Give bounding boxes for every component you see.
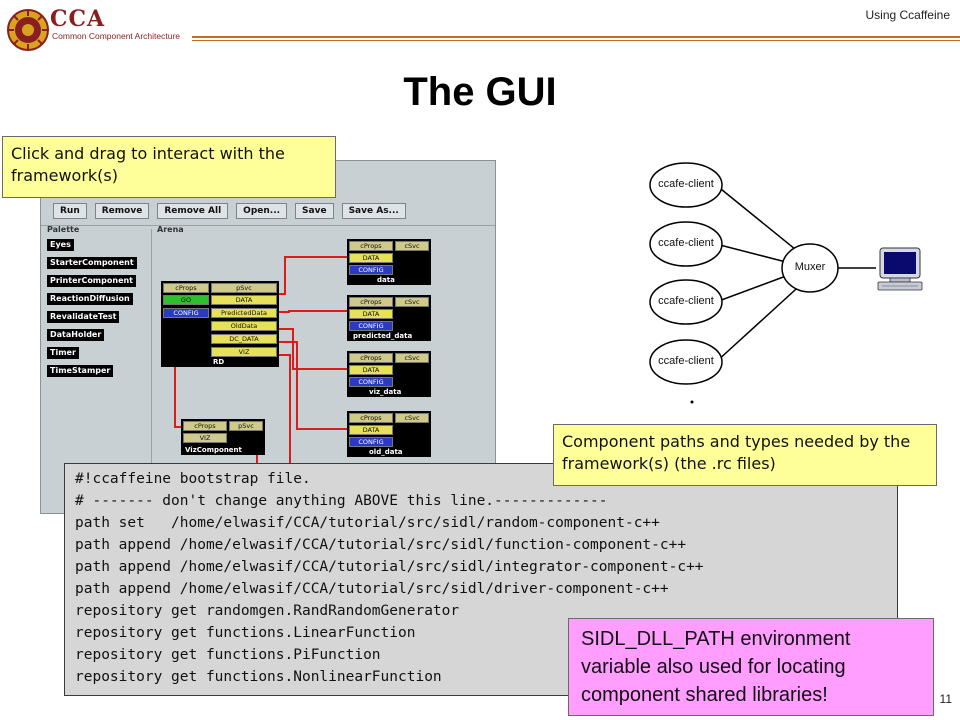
page-number: 11 (939, 692, 952, 706)
palette-item[interactable]: RevalidateTest (47, 311, 120, 323)
palette-list: Eyes StarterComponent PrinterComponent R… (47, 239, 137, 377)
provides-port-label: cSvc (395, 413, 429, 423)
header-rule (192, 36, 960, 42)
uses-port-label: cProps (349, 413, 393, 423)
gui-screenshot: Run Remove Remove All Open... Save Save … (40, 160, 496, 514)
component-name: old_data (369, 448, 403, 456)
uses-port-label: cProps (349, 241, 393, 251)
slide-topic: Using Ccaffeine (865, 8, 951, 22)
sidl-callout: SIDL_DLL_PATH environment variable also … (568, 618, 934, 716)
toolbar-divider (41, 225, 495, 226)
old-data-port[interactable]: OldData (211, 321, 277, 331)
palette-divider (151, 229, 152, 513)
provides-port-label: pSvc (229, 421, 263, 431)
go-port[interactable]: GO (163, 295, 209, 305)
rc-line: repository get functions.PiFunction (75, 647, 381, 663)
rc-line: path set /home/elwasif/CCA/tutorial/src/… (75, 515, 660, 531)
rc-line: repository get randomgen.RandRandomGener… (75, 603, 460, 619)
uses-port-label: cProps (349, 297, 393, 307)
component-name: RD (213, 358, 225, 366)
component-rd[interactable]: cProps pSvc GO CONFIG DATA PredictedData… (161, 281, 279, 367)
logo-text: CCA (50, 6, 106, 32)
component-predicted-data[interactable]: cProps cSvc DATA CONFIG predicted_data (347, 295, 431, 341)
rc-line: path append /home/elwasif/CCA/tutorial/s… (75, 559, 704, 575)
provides-port-label: pSvc (211, 283, 277, 293)
config-port[interactable]: CONFIG (163, 308, 209, 318)
viz-port[interactable]: VIZ (211, 347, 277, 357)
component-name: VizComponent (185, 446, 242, 454)
component-viz-data[interactable]: cProps cSvc DATA CONFIG viz_data (347, 351, 431, 397)
slide-title: The GUI (403, 70, 557, 114)
config-port[interactable]: CONFIG (349, 265, 393, 275)
palette-item[interactable]: Timer (47, 347, 79, 359)
palette-item[interactable]: PrinterComponent (47, 275, 137, 287)
component-viz[interactable]: cProps pSvc VIZ VizComponent (181, 419, 265, 455)
palette-item[interactable]: DataHolder (47, 329, 105, 341)
rc-line: repository get functions.NonlinearFuncti… (75, 669, 442, 685)
client-node-4: ccafe-client (658, 355, 714, 367)
run-button[interactable]: Run (53, 203, 87, 219)
uses-port-label: cProps (163, 283, 209, 293)
save-as-button[interactable]: Save As... (341, 203, 406, 219)
remove-all-button[interactable]: Remove All (157, 203, 229, 219)
rc-callout: Component paths and types needed by the … (553, 424, 937, 486)
open-button[interactable]: Open... (236, 203, 288, 219)
palette-item[interactable]: Eyes (47, 239, 74, 251)
logo-subtitle: Common Component Architecture (52, 31, 181, 41)
data-port[interactable]: DATA (349, 425, 393, 435)
data-port[interactable]: DATA (211, 295, 277, 305)
predicted-data-port[interactable]: PredictedData (211, 308, 277, 318)
config-port[interactable]: CONFIG (349, 321, 393, 331)
dc-data-port[interactable]: DC_DATA (211, 334, 277, 344)
computer-terminal-icon (877, 247, 923, 291)
data-port[interactable]: DATA (349, 309, 393, 319)
rc-line: path append /home/elwasif/CCA/tutorial/s… (75, 581, 669, 597)
muxer-node: Muxer (794, 261, 826, 273)
remove-button[interactable]: Remove (94, 203, 150, 219)
rc-line: repository get functions.LinearFunction (75, 625, 416, 641)
config-port[interactable]: CONFIG (349, 377, 393, 387)
client-node-3: ccafe-client (658, 295, 714, 307)
diagram-graphic (649, 162, 876, 404)
component-data[interactable]: cProps cSvc DATA CONFIG data (347, 239, 431, 285)
data-port[interactable]: DATA (349, 365, 393, 375)
muxer-diagram: ccafe-client ccafe-client ccafe-client c… (640, 150, 940, 410)
provides-port-label: cSvc (395, 297, 429, 307)
client-node-1: ccafe-client (658, 178, 714, 190)
gui-callout: Click and drag to interact with the fram… (2, 136, 336, 198)
component-old-data[interactable]: cProps cSvc DATA CONFIG old_data (347, 411, 431, 457)
cca-logo-icon (7, 9, 49, 51)
palette-item[interactable]: TimeStamper (47, 365, 114, 377)
component-name: viz_data (369, 388, 402, 396)
provides-port-label: cSvc (395, 353, 429, 363)
palette-item[interactable]: StarterComponent (47, 257, 137, 269)
rc-line: # ------- don't change anything ABOVE th… (75, 493, 608, 509)
palette-label: Palette (47, 225, 80, 234)
rc-line: path append /home/elwasif/CCA/tutorial/s… (75, 537, 687, 553)
data-port[interactable]: DATA (349, 253, 393, 263)
viz-port[interactable]: VIZ (183, 433, 227, 443)
gui-toolbar: Run Remove Remove All Open... Save Save … (53, 203, 406, 219)
client-node-2: ccafe-client (658, 237, 714, 249)
rc-file-listing: #!ccaffeine bootstrap file. # ------- do… (64, 463, 898, 696)
palette-item[interactable]: ReactionDiffusion (47, 293, 133, 305)
component-name: data (377, 276, 395, 284)
uses-port-label: cProps (349, 353, 393, 363)
provides-port-label: cSvc (395, 241, 429, 251)
component-name: predicted_data (353, 332, 413, 340)
save-button[interactable]: Save (295, 203, 334, 219)
config-port[interactable]: CONFIG (349, 437, 393, 447)
uses-port-label: cProps (183, 421, 227, 431)
rc-line: #!ccaffeine bootstrap file. (75, 471, 311, 487)
arena-label: Arena (157, 225, 184, 234)
